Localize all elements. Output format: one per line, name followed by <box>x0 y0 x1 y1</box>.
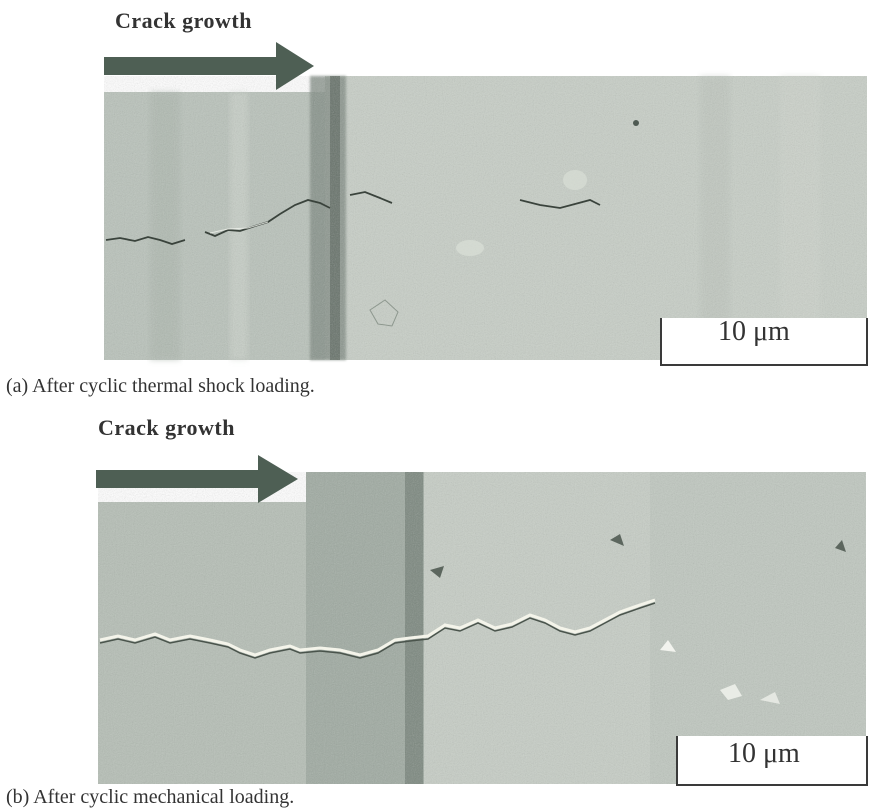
crack-growth-arrow-b <box>96 455 298 503</box>
panel-a-heading: Crack growth <box>115 8 252 33</box>
panel-a-caption: (a) After cyclic thermal shock loading. <box>6 375 315 397</box>
scale-bar-a: 10 μm <box>660 316 868 366</box>
scale-bar-a-label: 10 μm <box>718 316 790 347</box>
micrograph-a <box>104 76 867 360</box>
scale-bar-b-label: 10 μm <box>728 738 800 769</box>
micrograph-b <box>98 472 866 784</box>
crack-line-b <box>99 598 656 657</box>
scale-bar-b: 10 μm <box>676 736 868 786</box>
panel-b-caption: (b) After cyclic mechanical loading. <box>6 786 295 808</box>
panel-b-heading: Crack growth <box>98 415 235 440</box>
crack-growth-arrow-a <box>104 42 314 90</box>
